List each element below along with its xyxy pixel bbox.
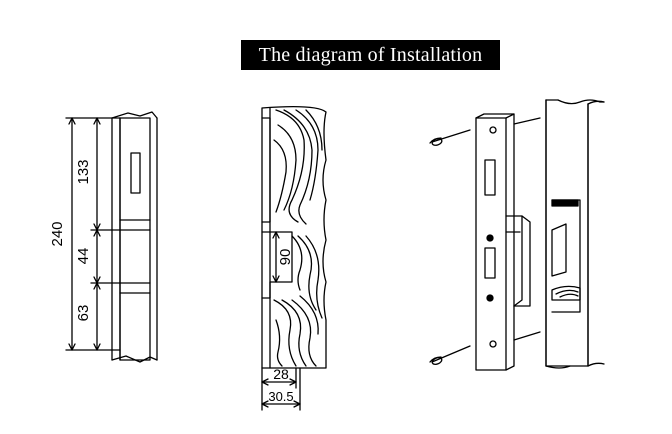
dimension-cutout-depth: 28 (273, 366, 289, 382)
front-view (111, 111, 158, 363)
dimension-top: 133 (75, 159, 92, 184)
diagram-title: The diagram of Installation (241, 40, 500, 70)
dimension-total-depth: 30.5 (268, 389, 293, 404)
exploded-view (429, 99, 605, 371)
dimension-cutout-height: 90 (277, 249, 294, 266)
dimension-middle: 44 (75, 248, 92, 265)
wood-section (261, 106, 327, 369)
wood-dimension-lines (261, 231, 301, 411)
front-dimension-lines (65, 117, 121, 351)
dimension-bottom: 63 (75, 305, 92, 322)
dimension-total: 240 (49, 221, 66, 246)
